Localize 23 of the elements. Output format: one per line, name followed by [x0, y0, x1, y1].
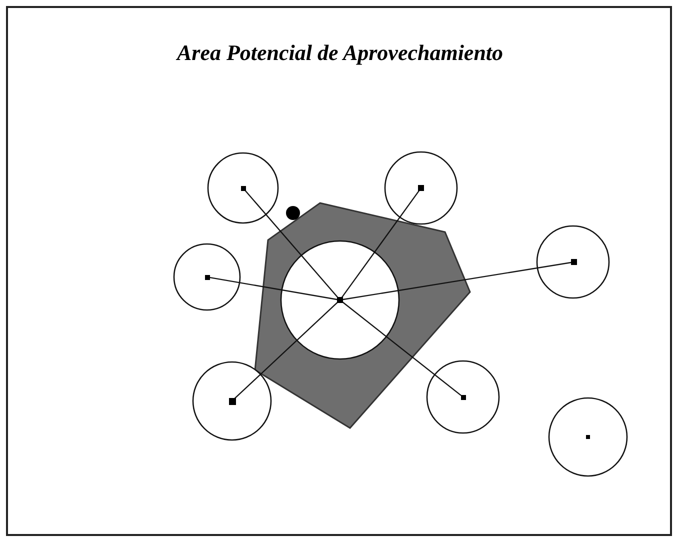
- connector-line: [244, 190, 338, 298]
- circle-outline: [280, 240, 400, 360]
- circle-outline: [548, 397, 628, 477]
- point-marker: [571, 259, 577, 265]
- circle-outline: [207, 152, 279, 224]
- point-marker: [418, 185, 424, 191]
- connector-line: [342, 301, 462, 396]
- circle-outline: [426, 360, 500, 434]
- point-marker: [337, 297, 343, 303]
- point-marker: [460, 394, 466, 400]
- circle-outline: [192, 361, 272, 441]
- point-marker: [204, 274, 210, 280]
- diagram-title: Area Potencial de Aprovechamiento: [174, 40, 504, 66]
- connector-line: [234, 302, 338, 400]
- point-marker: [586, 435, 590, 439]
- circle-outline: [173, 243, 241, 311]
- point-marker: [286, 206, 300, 220]
- connector-line: [342, 262, 572, 300]
- circle-outline: [384, 151, 458, 225]
- connector-line: [341, 190, 420, 298]
- circle-outline: [536, 225, 610, 299]
- connector-line: [209, 276, 338, 300]
- point-marker: [240, 186, 246, 190]
